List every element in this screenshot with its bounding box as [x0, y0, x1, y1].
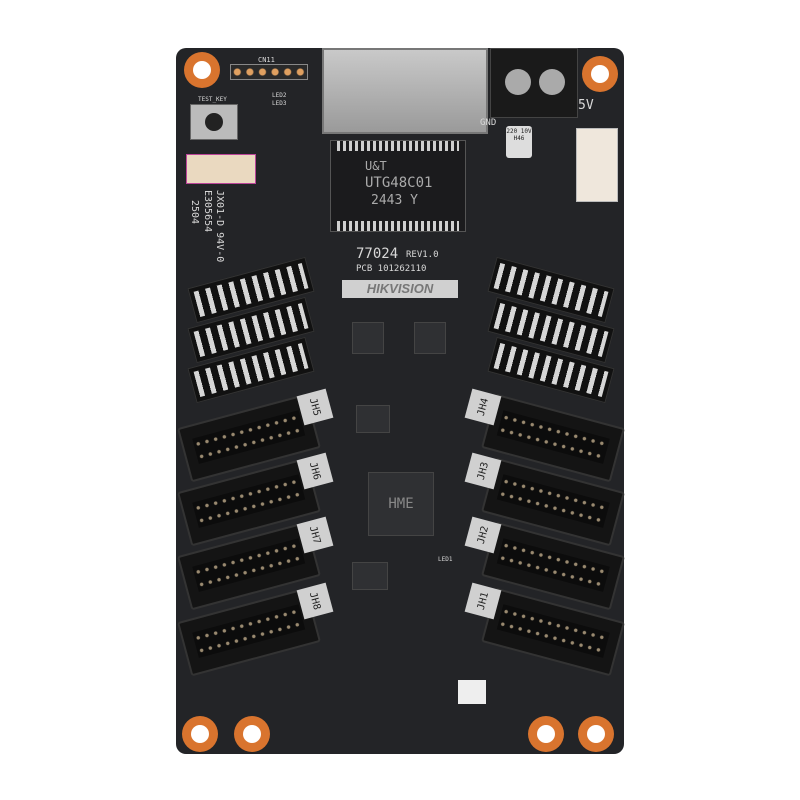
- mounting-hole: [582, 56, 618, 92]
- mounting-hole: [184, 52, 220, 88]
- ic-chip: [352, 322, 384, 354]
- pcb-number: PCB 101262110: [356, 264, 427, 274]
- led3-label: LED3: [272, 100, 287, 107]
- mounting-hole: [528, 716, 564, 752]
- led2-label: LED2: [272, 92, 287, 99]
- cn11-label: CN11: [258, 56, 275, 64]
- model-number: 77024: [356, 246, 399, 262]
- led1-label: LED1: [438, 556, 453, 563]
- cn11-header: [230, 64, 308, 80]
- mounting-hole: [182, 716, 218, 752]
- capacitor: 220 10V H46: [506, 126, 532, 158]
- ic-chip: [352, 562, 388, 590]
- marking: JX01-D 94V-0: [214, 190, 225, 263]
- test-key-label: TEST_KEY: [198, 96, 227, 103]
- power-label: 5V: [578, 98, 594, 113]
- marking: 2504: [189, 200, 200, 225]
- gnd-label: GND: [480, 118, 497, 128]
- mounting-hole: [234, 716, 270, 752]
- mounting-hole: [578, 716, 614, 752]
- marking: E305654: [202, 190, 213, 233]
- ethernet-jack: [322, 48, 488, 134]
- power-terminal: [490, 48, 578, 118]
- ic-chip: [356, 405, 390, 433]
- hikvision-logo: HIKVISION: [342, 280, 458, 298]
- controller-chip: HME: [368, 472, 434, 536]
- transformer-chip: U&T UTG48C01 2443 Y: [330, 140, 466, 232]
- power-connector: [576, 128, 618, 202]
- qr-code: [458, 680, 486, 704]
- screw-icon: [505, 69, 531, 95]
- screw-icon: [539, 69, 565, 95]
- jst-connector: [186, 154, 256, 184]
- ic-chip: [414, 322, 446, 354]
- test-key-button[interactable]: [190, 104, 238, 140]
- revision: REV1.0: [406, 250, 439, 260]
